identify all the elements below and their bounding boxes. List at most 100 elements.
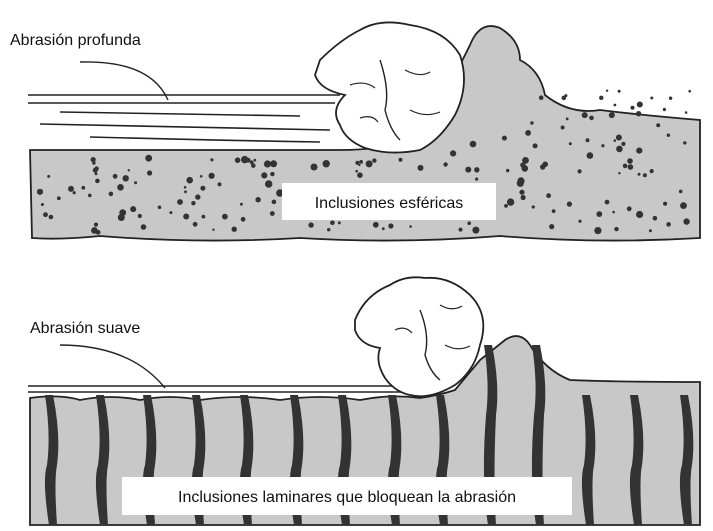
- inclusion-dot: [186, 176, 193, 184]
- inclusion-dot: [43, 212, 48, 218]
- laminar-stripe: [581, 395, 596, 525]
- inclusion-dot: [648, 229, 652, 233]
- inclusion-dot: [546, 193, 551, 199]
- inclusion-dot: [191, 201, 196, 206]
- inclusion-dot: [91, 227, 98, 234]
- laminar-stripe: [95, 395, 110, 525]
- inclusion-dot: [469, 140, 477, 148]
- inclusion-dot: [621, 141, 626, 146]
- inclusion-dot: [270, 171, 275, 177]
- inclusion-dot: [652, 215, 658, 221]
- inclusion-dot: [614, 226, 619, 232]
- inclusion-dot: [618, 172, 621, 175]
- inclusion-dot: [622, 163, 628, 169]
- inclusion-dot: [183, 186, 187, 189]
- inclusion-dot: [357, 172, 363, 178]
- inclusion-dot: [108, 191, 114, 197]
- inclusion-dot: [251, 163, 256, 168]
- inclusion-dot: [627, 164, 634, 170]
- inclusion-dot: [636, 101, 643, 108]
- laminar-inclusions-label-box: [122, 477, 572, 515]
- inclusion-dot: [585, 138, 590, 143]
- inclusion-dot: [506, 198, 515, 206]
- inclusion-dot: [93, 222, 99, 227]
- inclusion-dot: [372, 221, 379, 228]
- top-rock-grain: [314, 21, 465, 154]
- inclusion-dot: [551, 209, 556, 214]
- inclusion-dot: [565, 117, 569, 121]
- inclusion-dot: [140, 224, 147, 230]
- inclusion-dot: [519, 189, 525, 195]
- inclusion-dot: [506, 168, 510, 173]
- inclusion-dot: [327, 228, 331, 232]
- inclusion-dot: [472, 226, 480, 234]
- inclusion-dot: [617, 89, 621, 93]
- inclusion-dot: [522, 157, 529, 164]
- inclusion-dot: [601, 144, 605, 148]
- inclusion-dot: [358, 163, 361, 167]
- inclusion-dot: [474, 167, 480, 173]
- inclusion-dot: [608, 112, 615, 119]
- inclusion-dot: [531, 205, 535, 209]
- inclusion-dot: [81, 185, 86, 190]
- inclusion-dot: [56, 196, 61, 201]
- inclusion-dot: [605, 89, 609, 92]
- inclusion-dot: [267, 162, 271, 166]
- laminar-stripe: [629, 395, 644, 525]
- inclusion-dot: [330, 220, 335, 226]
- inclusion-dot: [542, 161, 548, 168]
- inclusion-dot: [47, 174, 51, 178]
- inclusion-dot: [359, 160, 363, 164]
- inclusion-dot: [589, 115, 594, 121]
- inclusion-dot: [683, 141, 687, 145]
- inclusion-dot: [94, 172, 98, 176]
- inclusion-dot: [381, 227, 385, 231]
- inclusion-dot: [245, 157, 251, 163]
- inclusion-dot: [222, 213, 228, 220]
- inclusion-dot: [88, 193, 92, 198]
- inclusion-dot: [678, 189, 683, 194]
- inclusion-dot: [594, 227, 602, 235]
- inclusion-dot: [398, 157, 403, 162]
- inclusion-dot: [210, 158, 214, 162]
- inclusion-dot: [240, 216, 246, 222]
- inclusion-dot: [612, 210, 615, 214]
- inclusion-dot: [635, 111, 642, 117]
- inclusion-dot: [119, 209, 127, 217]
- inclusion-dot: [560, 125, 565, 130]
- inclusion-dot: [615, 134, 622, 141]
- inclusion-dot: [530, 121, 534, 125]
- inclusion-dot: [157, 205, 162, 210]
- inclusion-dot: [642, 173, 647, 178]
- inclusion-dot: [549, 224, 555, 230]
- inclusion-dot: [355, 169, 359, 173]
- inclusion-dot: [388, 223, 394, 229]
- inclusion-dot: [596, 211, 603, 218]
- inclusion-dot: [636, 147, 643, 154]
- inclusion-dot: [276, 189, 284, 197]
- inclusion-dot: [532, 143, 538, 149]
- inclusion-dot: [613, 103, 617, 107]
- inclusion-dot: [568, 142, 572, 146]
- inclusion-dot: [616, 145, 623, 153]
- spherical-inclusions: [36, 89, 691, 235]
- inclusion-dot: [208, 172, 215, 179]
- inclusion-dot: [409, 225, 412, 228]
- inclusion-dot: [599, 95, 604, 101]
- laminar-stripe: [679, 395, 694, 525]
- inclusion-dot: [663, 201, 668, 206]
- inclusion-dot: [322, 160, 330, 168]
- inclusion-dot: [668, 96, 673, 100]
- inclusion-dot: [122, 175, 129, 182]
- inclusion-dot: [680, 202, 687, 210]
- inclusion-dot: [630, 105, 635, 110]
- inclusion-dot: [72, 191, 76, 195]
- inclusion-dot: [417, 164, 424, 171]
- inclusion-dot: [199, 175, 203, 178]
- top-matrix: [29, 25, 701, 242]
- inclusion-dot: [112, 173, 118, 179]
- deep-abrasion-leader: [79, 61, 169, 101]
- inclusion-dot: [231, 226, 237, 232]
- inclusion-dot: [36, 188, 44, 195]
- inclusion-dot: [94, 166, 99, 171]
